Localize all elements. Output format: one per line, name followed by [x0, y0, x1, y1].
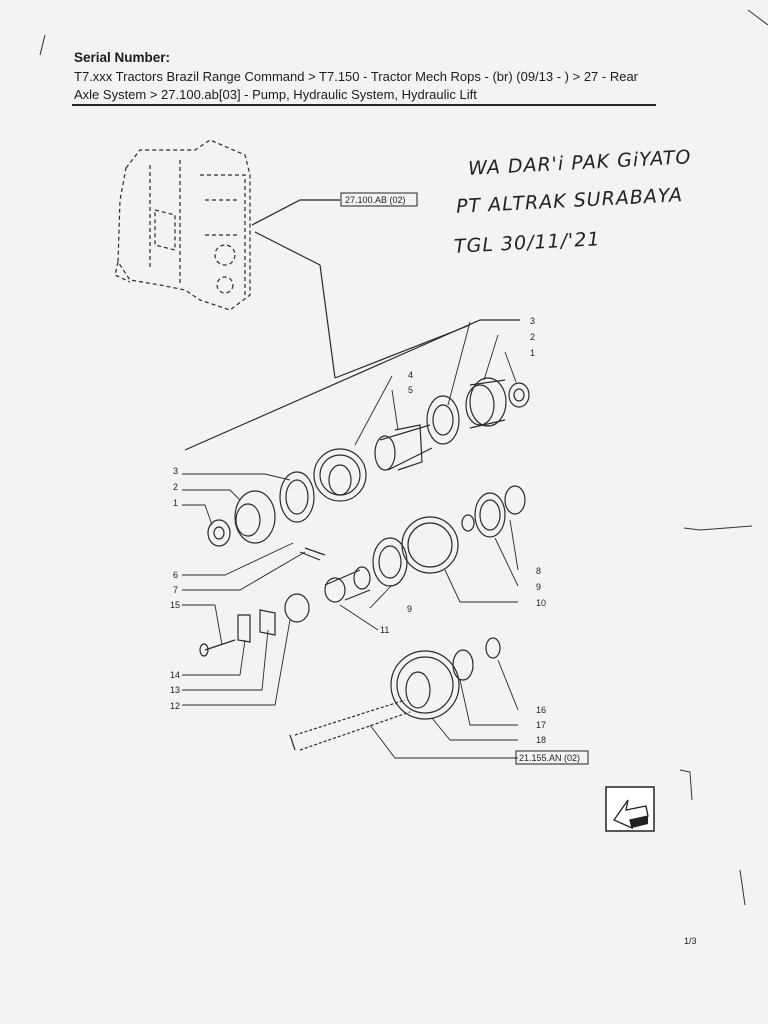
callout-10: 10 [536, 598, 546, 608]
next-page-arrow-icon[interactable] [605, 786, 655, 832]
callout-9-right: 9 [536, 582, 541, 592]
callout-8: 8 [536, 566, 541, 576]
callout-numbers: 3 2 1 4 5 3 2 1 6 7 15 14 13 12 11 9 8 9… [170, 316, 546, 745]
breadcrumb-line-2: Axle System > 27.100.ab[03] - Pump, Hydr… [74, 87, 477, 102]
ref-box-bottom[interactable]: 21.155.AN (02) [515, 750, 589, 765]
callout-4: 4 [408, 370, 413, 380]
callout-18: 18 [536, 735, 546, 745]
serial-number-label: Serial Number: [74, 50, 171, 65]
callout-2-left: 2 [173, 482, 178, 492]
pump-housing-drawing [114, 139, 251, 311]
callout-15: 15 [170, 600, 180, 610]
callout-13: 13 [170, 685, 180, 695]
callout-11: 11 [380, 625, 389, 635]
callout-5: 5 [408, 385, 413, 395]
callout-6: 6 [173, 570, 178, 580]
callout-1-left: 1 [173, 498, 178, 508]
callout-17: 17 [536, 720, 546, 730]
callout-1-top: 1 [530, 348, 535, 358]
ref-box-top[interactable]: 27.100.AB (02) [340, 192, 418, 207]
header-divider [72, 104, 656, 106]
ref-box-top-label: 27.100.AB (02) [345, 195, 406, 205]
leader-lines [182, 321, 519, 759]
callout-14: 14 [170, 670, 180, 680]
breadcrumb-line-1: T7.xxx Tractors Brazil Range Command > T… [74, 69, 639, 84]
ref-box-bottom-label: 21.155.AN (02) [519, 753, 580, 763]
page-number: 1/3 [684, 936, 697, 946]
callout-3-left: 3 [173, 466, 178, 476]
breadcrumb: T7.xxx Tractors Brazil Range Command > T… [74, 68, 674, 104]
callout-3-top: 3 [530, 316, 535, 326]
paper-blemishes [39, 9, 768, 906]
callout-12: 12 [170, 701, 180, 711]
callout-2-top: 2 [530, 332, 535, 342]
upper-shaft-assembly [207, 377, 530, 547]
callout-7: 7 [173, 585, 178, 595]
middle-shaft-assembly [199, 485, 526, 657]
lower-shaft-assembly [289, 637, 501, 751]
callout-9-mid: 9 [407, 604, 412, 614]
callout-16: 16 [536, 705, 546, 715]
